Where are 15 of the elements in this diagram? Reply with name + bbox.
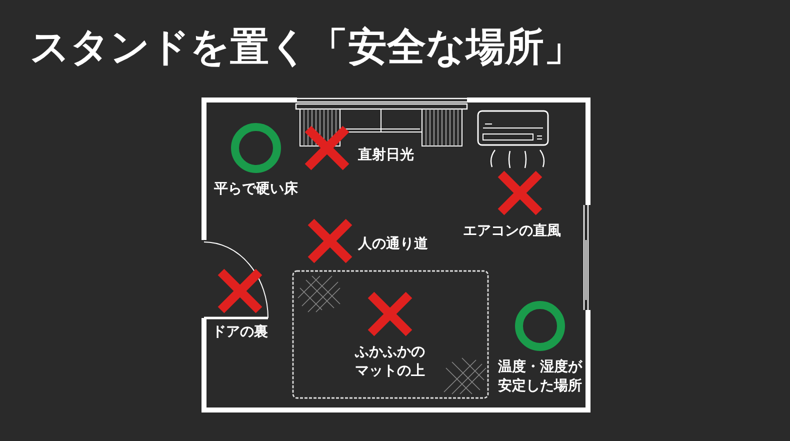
circle-mark-icon <box>515 301 565 351</box>
place-label: 人の通り道 <box>358 235 428 254</box>
cross-mark-icon <box>217 268 263 314</box>
cross-mark-icon <box>304 125 350 171</box>
cross-mark-icon <box>367 291 413 337</box>
cross-mark-icon <box>497 170 543 216</box>
place-label: 平らで硬い床 <box>214 180 298 199</box>
circle-mark-icon <box>231 123 281 173</box>
place-label: 直射日光 <box>358 146 414 165</box>
cross-mark-icon <box>307 218 353 264</box>
place-label: 温度・湿度が安定した場所 <box>497 358 584 396</box>
place-label: ふかふかのマットの上 <box>354 343 426 381</box>
place-label: エアコンの直風 <box>463 222 561 241</box>
title: スタンドを置く「安全な場所」 <box>30 24 583 72</box>
place-label: ドアの裏 <box>212 323 268 342</box>
